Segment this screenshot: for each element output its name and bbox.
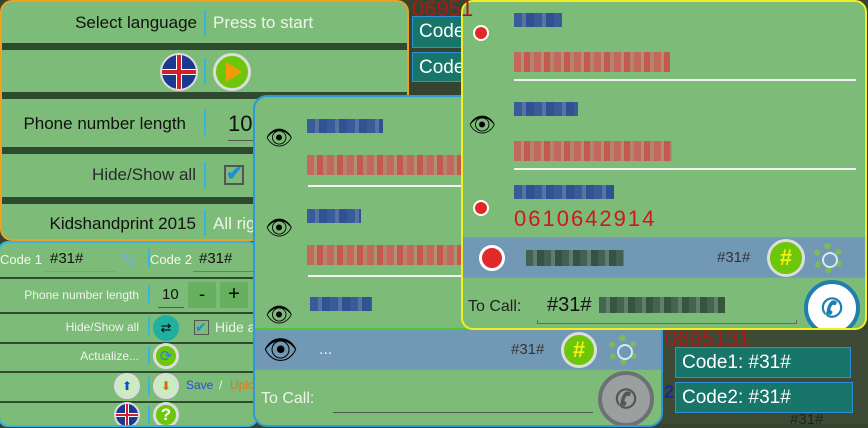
to-call-input[interactable] bbox=[333, 397, 593, 413]
hash-button[interactable]: # bbox=[561, 332, 597, 368]
contact-name-blurred bbox=[514, 13, 562, 27]
background-number-bottom: 0695131 bbox=[665, 326, 751, 351]
phone-length-input[interactable]: 10 bbox=[158, 286, 184, 308]
background-number-top: 06951 bbox=[412, 0, 474, 21]
gear-icon[interactable] bbox=[813, 243, 843, 273]
code2-display: Code2: #31# bbox=[675, 382, 853, 413]
phone-length-label: Phone number length bbox=[24, 288, 139, 302]
to-call-number-blurred bbox=[599, 297, 725, 313]
code-label: #31# bbox=[717, 249, 751, 266]
help-button[interactable]: ? bbox=[153, 402, 179, 425]
code2-input[interactable]: #31# bbox=[193, 250, 256, 272]
actualize-label: Actualize... bbox=[80, 349, 139, 363]
play-icon bbox=[226, 62, 242, 82]
start-button[interactable] bbox=[213, 53, 251, 91]
contact-number-partial: 0610642914 bbox=[514, 206, 657, 231]
blocked-icon[interactable] bbox=[473, 25, 489, 41]
contact-number-blurred bbox=[514, 52, 670, 72]
contact-name-blurred bbox=[307, 119, 383, 133]
hide-all-label: Hide a bbox=[215, 319, 256, 335]
phone-length-label: Phone number length bbox=[23, 114, 186, 133]
contact-name-blurred bbox=[514, 102, 578, 116]
hash-button[interactable]: # bbox=[767, 239, 805, 277]
eye-icon[interactable]: 👁 bbox=[265, 302, 293, 327]
to-call-underline bbox=[537, 320, 797, 324]
contact-number-blurred bbox=[307, 245, 467, 265]
code2-label: Code 2 bbox=[150, 252, 192, 267]
phone-length-input[interactable]: 10 bbox=[228, 111, 268, 141]
slash: / bbox=[219, 378, 223, 392]
refresh-button[interactable]: ⟳ bbox=[153, 343, 179, 369]
eye-icon[interactable]: 👁 bbox=[263, 334, 299, 365]
blocked-icon[interactable] bbox=[479, 245, 505, 271]
selected-contact-text: ... bbox=[319, 341, 333, 358]
blocked-icon[interactable] bbox=[473, 200, 489, 216]
upload-db-button[interactable]: ⬆ bbox=[114, 373, 140, 399]
contact-number-blurred bbox=[514, 141, 672, 161]
download-db-button[interactable]: ⬇ bbox=[153, 373, 179, 399]
contact-name-blurred bbox=[514, 185, 614, 199]
pencil-icon[interactable]: ✎ bbox=[120, 250, 137, 272]
credits-value: All rig bbox=[213, 214, 256, 233]
code1-label: Code 1 bbox=[0, 252, 42, 267]
code1-input[interactable]: #31# bbox=[44, 250, 116, 272]
eye-icon[interactable]: 👁 bbox=[265, 215, 293, 240]
contact-name-blurred bbox=[307, 209, 361, 223]
press-to-start-label: Press to start bbox=[213, 13, 314, 32]
code-label: #31# bbox=[511, 341, 545, 358]
contact-name-blurred bbox=[310, 297, 372, 311]
select-language-label: Select language bbox=[75, 13, 197, 32]
selected-contact-bar: 👁 ... #31# # bbox=[255, 328, 661, 370]
background-code-fragment: #31# bbox=[790, 411, 824, 428]
background-digit: 2 bbox=[664, 382, 675, 402]
gear-icon[interactable] bbox=[608, 335, 638, 365]
save-link[interactable]: Save bbox=[186, 378, 214, 392]
eye-icon[interactable]: 👁 bbox=[468, 112, 496, 137]
toggle-hide-button[interactable]: ⇄ bbox=[153, 315, 179, 341]
code1-display: Code1: #31# bbox=[675, 347, 851, 378]
to-call-label: To Call: bbox=[468, 298, 522, 315]
contacts-panel-front: 👁 0610642914 #31# # To Call: #31# ✆ bbox=[461, 0, 867, 330]
hide-show-label: Hide/Show all bbox=[65, 320, 139, 334]
selected-contact-bar: #31# # bbox=[463, 237, 865, 278]
background-fragment: 0695131 2 Code1: #31# Code2: #31# #31# bbox=[655, 326, 868, 428]
settings-panel-small: Code 1 #31# ✎ Code 2 #31# Phone number l… bbox=[0, 241, 258, 427]
minus-button[interactable]: - bbox=[188, 282, 216, 308]
credits-label: Kidshandprint 2015 bbox=[49, 214, 196, 233]
upload-link[interactable]: Uplo bbox=[230, 378, 255, 392]
to-call-label: To Call: bbox=[261, 390, 315, 407]
uk-flag-icon[interactable] bbox=[114, 402, 140, 425]
contact-number-blurred bbox=[307, 155, 467, 175]
hide-all-checkbox[interactable]: ✔ bbox=[194, 320, 209, 335]
call-button[interactable]: ✆ bbox=[804, 280, 860, 328]
to-call-input[interactable]: #31# bbox=[547, 294, 592, 316]
selected-contact-name-blurred bbox=[526, 250, 624, 266]
plus-button[interactable]: + bbox=[220, 282, 248, 308]
uk-flag-icon[interactable] bbox=[160, 53, 198, 91]
hide-all-checkbox[interactable]: ✔ bbox=[224, 163, 244, 185]
call-button[interactable]: ✆ bbox=[598, 371, 654, 425]
hide-show-label: Hide/Show all bbox=[92, 165, 196, 184]
eye-icon[interactable]: 👁 bbox=[265, 125, 293, 150]
